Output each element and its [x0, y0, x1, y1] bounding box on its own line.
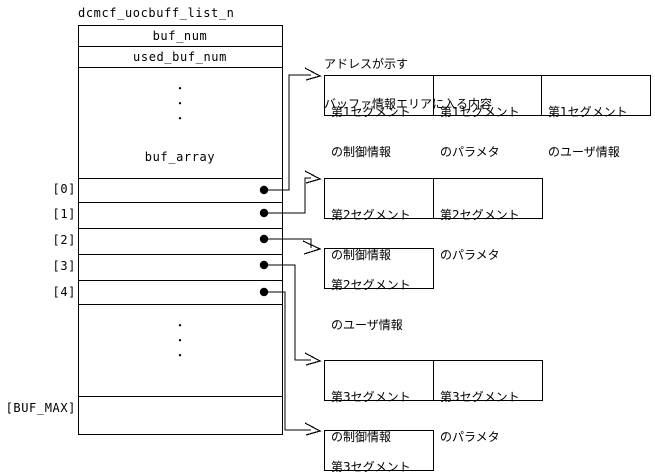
cell-line-1: 第3セグメント	[331, 390, 411, 404]
pointer-wire-1	[264, 177, 311, 214]
segment-1-boxes	[323, 74, 652, 117]
ellipsis-dot: ・	[174, 349, 186, 362]
annotation-text: アドレスが示す バッファ情報エリアに入る内容	[324, 32, 492, 136]
array-index-label-1: [1]	[52, 207, 76, 221]
pointer-dot-3	[259, 260, 269, 270]
array-index-label-0: [0]	[52, 182, 76, 196]
cell-line-1: 第3セグメント	[440, 390, 520, 404]
ellipsis-dot: ・	[174, 112, 186, 125]
pointer-wire-4	[264, 291, 311, 431]
segment-2-boxes	[323, 177, 544, 220]
cell-line-2: のパラメタ	[440, 248, 500, 262]
ellipsis-dot: ・	[174, 319, 186, 332]
cell-line-1: 第2セグメント	[331, 278, 411, 292]
cell-line-1: 第1セグメント	[440, 105, 520, 119]
pointer-dot-2	[259, 234, 269, 244]
cell-line-1: 第2セグメント	[440, 208, 520, 222]
segment-3-user-info-label: 第3セグメント のユーザ情報	[331, 435, 411, 472]
segment-3-control-label: 第3セグメント の制御情報	[331, 365, 411, 469]
pointer-dot-1	[259, 208, 269, 218]
segment-1-control-label: 第1セグメント の制御情報	[331, 80, 411, 184]
vertical-ellipsis-upper: ・ ・ ・	[170, 81, 190, 126]
pointer-dot-0	[259, 185, 269, 195]
cell-line-2: の制御情報	[331, 248, 392, 262]
pointer-dot-4	[259, 287, 269, 297]
field-buf-array: buf_array	[144, 150, 216, 164]
ellipsis-dot: ・	[174, 82, 186, 95]
struct-title: dcmcf_uocbuff_list_n	[78, 6, 235, 20]
ellipsis-dot: ・	[174, 334, 186, 347]
cell-line-2: のユーザ情報	[548, 145, 620, 159]
cell-line-1: 第1セグメント	[331, 105, 411, 119]
pointer-wire-2	[264, 238, 312, 248]
ellipsis-dot: ・	[174, 97, 186, 110]
cell-line-2: の制御情報	[331, 430, 392, 444]
cell-line-1: 第1セグメント	[548, 105, 628, 119]
segment-2-user-box	[323, 247, 435, 290]
cell-line-2: のユーザ情報	[331, 318, 403, 332]
array-index-label-2: [2]	[52, 233, 76, 247]
cell-line-2: のパラメタ	[440, 145, 500, 159]
segment-2-control-label: 第2セグメント の制御情報	[331, 183, 411, 287]
arrowhead-seg3	[304, 352, 322, 366]
segment-1-user-label: 第1セグメント のユーザ情報	[548, 80, 628, 184]
array-index-label-4: [4]	[52, 285, 76, 299]
cell-line-1: 第3セグメント	[331, 460, 411, 472]
cell-line-1: 第2セグメント	[331, 208, 411, 222]
segment-2-param-label: 第2セグメント のパラメタ	[440, 183, 520, 287]
array-index-label-max: [BUF_MAX]	[5, 401, 76, 415]
field-used-buf-num: used_buf_num	[133, 50, 227, 64]
cell-line-2: のパラメタ	[440, 430, 500, 444]
segment-3-user-box	[323, 429, 435, 472]
arrowhead-seg3-user	[304, 422, 322, 436]
arrowhead-seg2-user	[302, 240, 322, 255]
cell-line-2: の制御情報	[331, 145, 392, 159]
vertical-ellipsis-lower: ・ ・ ・	[170, 318, 190, 363]
wire-arrowheads	[302, 67, 322, 436]
segment-3-param-label: 第3セグメント のパラメタ	[440, 365, 520, 469]
pointer-wire-3	[264, 264, 311, 361]
struct-table-outline	[77, 24, 284, 436]
array-index-label-3: [3]	[52, 259, 76, 273]
segment-1-param-label: 第1セグメント のパラメタ	[440, 80, 520, 184]
field-buf-num: buf_num	[152, 29, 208, 43]
pointer-wire-0	[264, 74, 311, 191]
annotation-line-2: バッファ情報エリアに入る内容	[324, 97, 493, 111]
annotation-line-1: アドレスが示す	[324, 57, 409, 71]
arrowhead-seg1	[304, 67, 322, 81]
pointer-dots	[259, 185, 269, 297]
segment-3-boxes	[323, 359, 544, 402]
segment-2-user-info-label: 第2セグメント のユーザ情報	[331, 253, 411, 357]
arrowhead-seg2	[304, 170, 322, 184]
